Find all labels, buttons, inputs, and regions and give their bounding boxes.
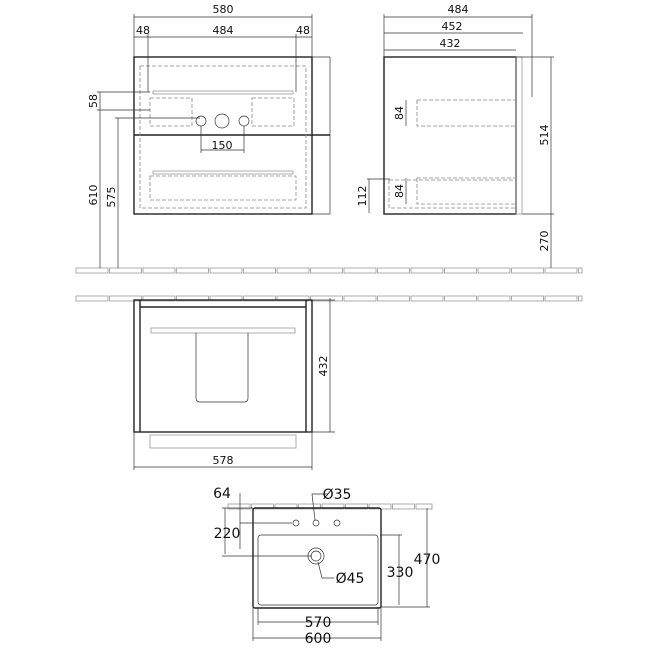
dim-600: 600 xyxy=(305,631,332,647)
drain-hole xyxy=(214,113,230,129)
wall-tile xyxy=(298,503,321,510)
wall-tile xyxy=(274,503,298,510)
dim-484-depth: 484 xyxy=(448,3,469,16)
dim-470: 470 xyxy=(414,552,441,568)
dim-575: 575 xyxy=(105,187,118,208)
wall-tile xyxy=(343,295,377,302)
wall-tile xyxy=(444,295,477,302)
dim-432-plan: 432 xyxy=(317,356,330,377)
wall-tile xyxy=(415,503,433,510)
dim-330: 330 xyxy=(387,565,414,581)
dim-570: 570 xyxy=(305,615,332,631)
wall-tile xyxy=(142,295,176,302)
basin-view: 64 Ø35 220 330 470 Ø45 570 600 xyxy=(213,486,440,647)
cabinet-plan-outline xyxy=(133,299,313,433)
dim-514: 514 xyxy=(538,125,551,146)
wall-tile xyxy=(477,267,511,274)
basin-outline xyxy=(252,507,382,609)
wall-tile xyxy=(176,267,209,274)
wall-tile xyxy=(227,503,251,510)
dim-580: 580 xyxy=(213,3,234,16)
dim-484: 484 xyxy=(213,24,234,37)
dim-tap-hole-diameter: Ø35 xyxy=(323,487,352,503)
tap-hole xyxy=(238,115,250,127)
wall-tile xyxy=(578,295,583,302)
wall-tile xyxy=(75,295,109,302)
wall-tile xyxy=(251,503,274,510)
basin-bowl xyxy=(257,534,379,606)
wall-tile xyxy=(209,267,243,274)
wall-tile xyxy=(276,267,310,274)
wall-tile xyxy=(578,267,583,274)
wall-tile xyxy=(243,267,276,274)
tap-hole xyxy=(195,115,207,127)
wall-tiles-row-upper xyxy=(75,267,583,274)
dim-150: 150 xyxy=(212,139,233,152)
wall-tile xyxy=(343,267,377,274)
plan-view: 432 578 xyxy=(133,298,335,470)
side-view: 484 452 432 84 84 112 514 270 xyxy=(356,3,554,268)
wall-tile xyxy=(511,267,544,274)
wall-tile xyxy=(410,295,444,302)
dim-610: 610 xyxy=(87,185,100,206)
wall-tile xyxy=(142,267,176,274)
dim-452: 452 xyxy=(442,20,463,33)
dim-84-bottom: 84 xyxy=(393,184,406,198)
wall-tile xyxy=(109,267,142,274)
wall-tile xyxy=(477,295,511,302)
wall-tile xyxy=(392,503,415,510)
wall-tile xyxy=(310,295,343,302)
dim-drain-hole-diameter: Ø45 xyxy=(336,571,365,587)
wall-tile xyxy=(377,295,410,302)
dim-432: 432 xyxy=(440,37,461,50)
wall-tile xyxy=(243,295,276,302)
wall-tile xyxy=(321,503,345,510)
wall-tile xyxy=(109,295,142,302)
wall-tile xyxy=(209,295,243,302)
wall-tile xyxy=(511,295,544,302)
dim-64: 64 xyxy=(213,486,231,502)
dim-84-top: 84 xyxy=(393,106,406,120)
dim-578: 578 xyxy=(213,454,234,467)
wall-tile xyxy=(410,267,444,274)
wall-tile xyxy=(176,295,209,302)
wall-tile xyxy=(310,267,343,274)
wall-tile xyxy=(444,267,477,274)
wall-tile xyxy=(544,295,578,302)
dim-220: 220 xyxy=(214,526,241,542)
front-view: 580 484 48 48 150 58 610 575 xyxy=(87,3,331,268)
dim-48-right: 48 xyxy=(296,24,310,37)
dim-270: 270 xyxy=(538,231,551,252)
dim-112: 112 xyxy=(356,186,369,207)
wall-tile xyxy=(377,267,410,274)
dim-58: 58 xyxy=(87,94,100,108)
wall-tile xyxy=(75,267,109,274)
dim-48-left: 48 xyxy=(136,24,150,37)
wall-tile xyxy=(345,503,368,510)
wall-tile xyxy=(544,267,578,274)
wall-tiles-row-lower xyxy=(75,295,583,302)
wall-tile xyxy=(276,295,310,302)
